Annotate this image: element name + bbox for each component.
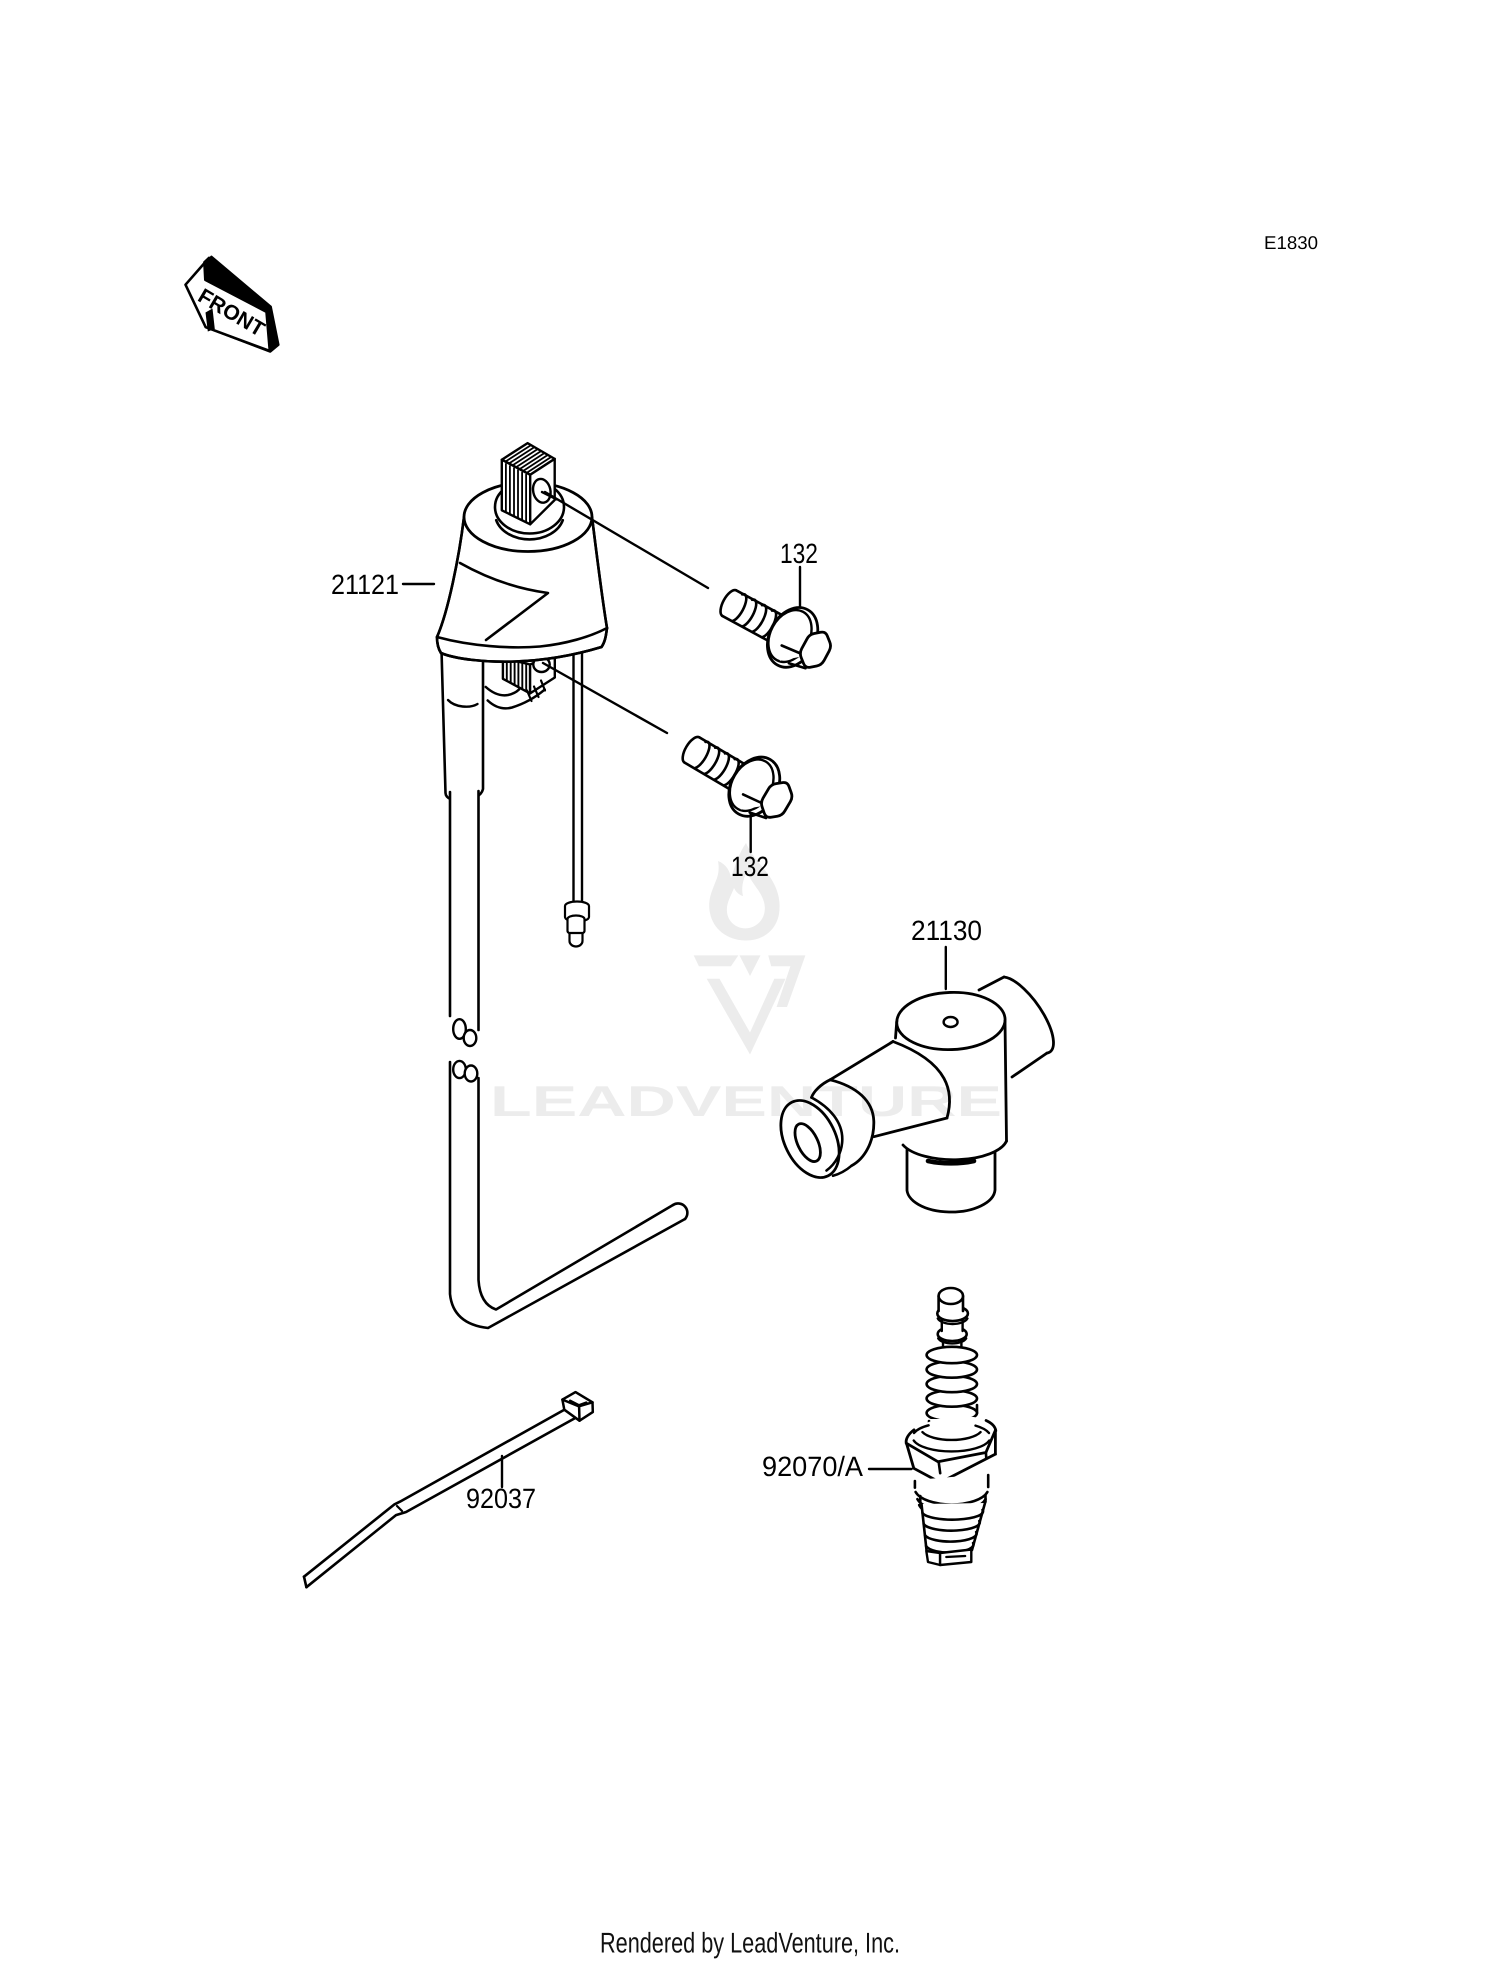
svg-text:E1830: E1830 [1264, 232, 1318, 253]
svg-text:21121: 21121 [331, 569, 399, 600]
svg-text:LEADVENTURE: LEADVENTURE [490, 1078, 1002, 1126]
svg-text:92070/A: 92070/A [762, 1451, 863, 1482]
svg-text:21130: 21130 [911, 915, 982, 946]
svg-text:92037: 92037 [466, 1483, 536, 1514]
svg-text:Rendered by LeadVenture, Inc.: Rendered by LeadVenture, Inc. [600, 1928, 900, 1960]
svg-text:132: 132 [780, 538, 818, 569]
